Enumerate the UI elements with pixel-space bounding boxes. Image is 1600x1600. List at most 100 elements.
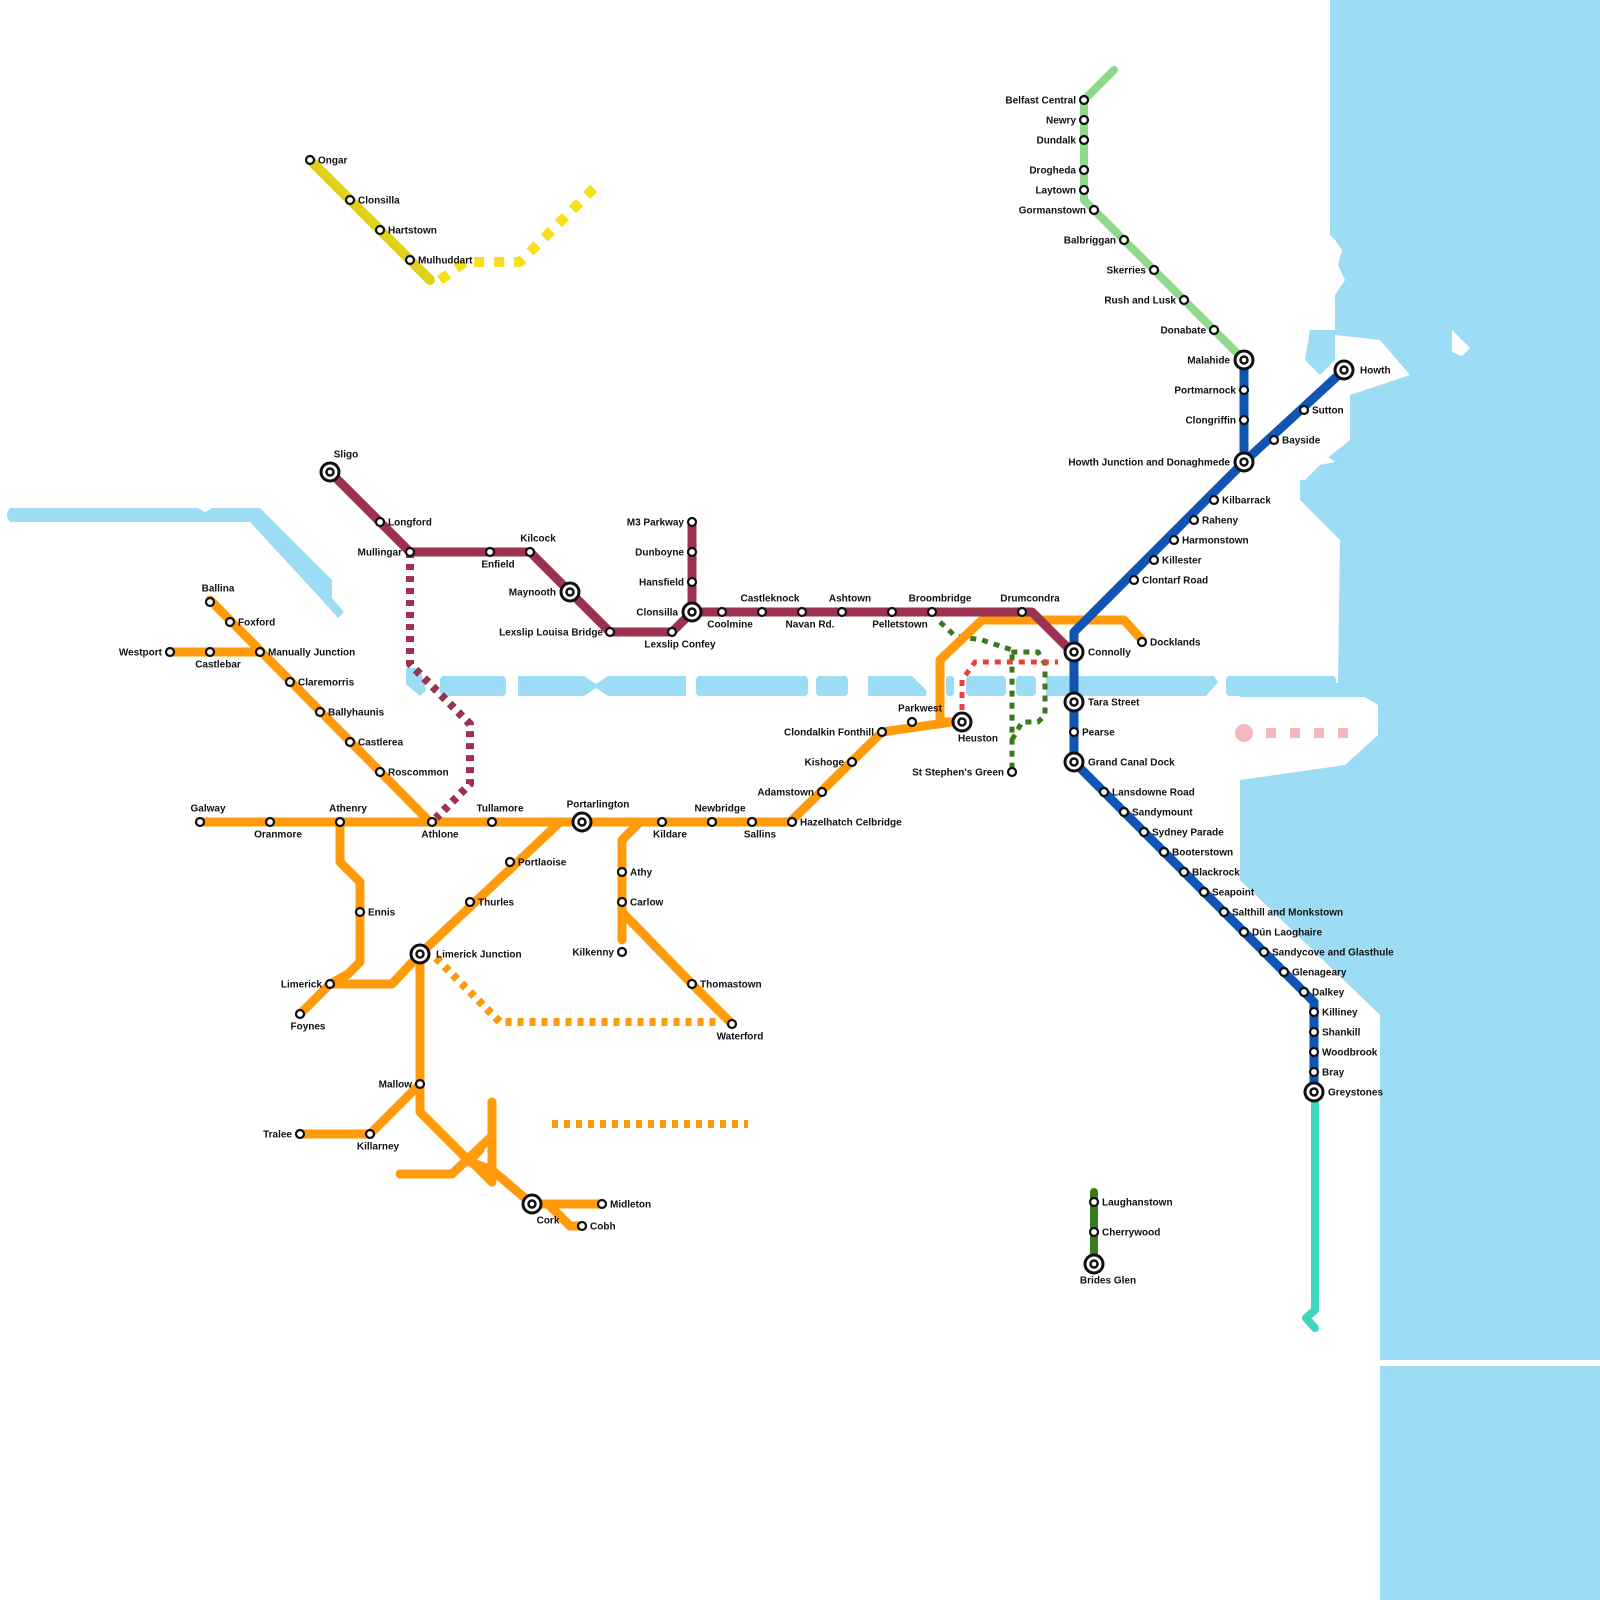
station-cobh[interactable]: Cobh: [576, 1220, 616, 1233]
station-kildare[interactable]: Kildare: [653, 816, 687, 841]
station-mullingar[interactable]: Mullingar: [358, 546, 416, 559]
station-glenageary[interactable]: Glenageary: [1278, 966, 1347, 979]
station-waterford[interactable]: Waterford: [717, 1018, 764, 1043]
station-drogheda[interactable]: Drogheda: [1029, 164, 1090, 177]
station-ennis[interactable]: Ennis: [354, 906, 396, 919]
station-bayside[interactable]: Bayside: [1268, 434, 1321, 447]
station-athy[interactable]: Athy: [616, 866, 653, 879]
station-limerick-junction[interactable]: Limerick Junction: [409, 943, 522, 965]
station-st-stephens-green[interactable]: St Stephen's Green: [912, 766, 1018, 779]
station-mulhuddart[interactable]: Mulhuddart: [404, 254, 473, 267]
station-docklands[interactable]: Docklands: [1136, 636, 1201, 649]
station-mallow[interactable]: Mallow: [379, 1078, 426, 1091]
station-manually-junction[interactable]: Manually Junction: [254, 646, 355, 659]
station-kilbarrack[interactable]: Kilbarrack: [1208, 494, 1271, 507]
station-parkwest[interactable]: Parkwest: [898, 704, 943, 728]
station-castlebar[interactable]: Castlebar: [195, 646, 241, 671]
station-sandymount[interactable]: Sandymount: [1118, 806, 1193, 819]
station-skerries[interactable]: Skerries: [1107, 264, 1160, 277]
station-tullamore[interactable]: Tullamore: [476, 804, 524, 828]
station-m3-parkway[interactable]: M3 Parkway: [627, 516, 698, 529]
station-kishoge[interactable]: Kishoge: [805, 756, 858, 769]
station-ballina[interactable]: Ballina: [202, 584, 235, 608]
station-ongar[interactable]: Ongar: [304, 154, 348, 167]
station-athenry[interactable]: Athenry: [329, 804, 367, 828]
station-midleton[interactable]: Midleton: [596, 1198, 651, 1211]
station-laytown[interactable]: Laytown: [1035, 184, 1090, 197]
station-carlow[interactable]: Carlow: [616, 896, 664, 909]
station-thomastown[interactable]: Thomastown: [686, 978, 762, 991]
station-galway[interactable]: Galway: [190, 804, 226, 828]
station-roscommon[interactable]: Roscommon: [374, 766, 449, 779]
station-broombridge[interactable]: Broombridge: [909, 594, 972, 618]
station-killarney[interactable]: Killarney: [357, 1128, 400, 1153]
station-clondalkin[interactable]: Clondalkin Fonthill: [784, 726, 888, 739]
station-portlaoise[interactable]: Portlaoise: [504, 856, 567, 869]
station-cherrywood[interactable]: Cherrywood: [1088, 1226, 1160, 1239]
station-foxford[interactable]: Foxford: [224, 616, 275, 629]
station-sallins[interactable]: Sallins: [744, 816, 777, 841]
station-hansfield[interactable]: Hansfield: [639, 576, 698, 589]
station-newbridge[interactable]: Newbridge: [694, 804, 746, 828]
station-raheny[interactable]: Raheny: [1188, 514, 1239, 527]
station-clonsilla[interactable]: Clonsilla: [636, 601, 703, 623]
station-harmonstown[interactable]: Harmonstown: [1168, 534, 1249, 547]
station-oranmore[interactable]: Oranmore: [254, 816, 302, 841]
station-adamstown[interactable]: Adamstown: [757, 786, 828, 799]
station-coolmine[interactable]: Coolmine: [707, 606, 753, 631]
station-donabate[interactable]: Donabate: [1160, 324, 1220, 337]
station-maynooth[interactable]: Maynooth: [509, 581, 581, 603]
station-sutton[interactable]: Sutton: [1298, 404, 1344, 417]
station-hartstown[interactable]: Hartstown: [374, 224, 437, 237]
station-hazelhatch[interactable]: Hazelhatch Celbridge: [786, 816, 902, 829]
station-dun-laoghaire[interactable]: Dún Laoghaire: [1238, 926, 1322, 939]
station-malahide[interactable]: Malahide: [1187, 349, 1255, 371]
station-tralee[interactable]: Tralee: [263, 1128, 306, 1141]
station-sandycove[interactable]: Sandycove and Glasthule: [1258, 946, 1394, 959]
station-sligo[interactable]: Sligo: [319, 450, 358, 483]
station-kilcock[interactable]: Kilcock: [520, 534, 556, 558]
station-killiney[interactable]: Killiney: [1308, 1006, 1358, 1019]
station-castleknock[interactable]: Castleknock: [741, 594, 800, 618]
station-killester[interactable]: Killester: [1148, 554, 1202, 567]
station-ashtown[interactable]: Ashtown: [829, 594, 871, 618]
station-shankill[interactable]: Shankill: [1308, 1026, 1361, 1039]
station-pearse[interactable]: Pearse: [1068, 726, 1115, 739]
station-pelletstown[interactable]: Pelletstown: [872, 606, 928, 631]
station-enfield[interactable]: Enfield: [481, 546, 515, 571]
station-salthill[interactable]: Salthill and Monkstown: [1218, 906, 1343, 919]
station-brides-glen[interactable]: Brides Glen: [1080, 1253, 1136, 1287]
station-thurles[interactable]: Thurles: [464, 896, 515, 909]
station-westport[interactable]: Westport: [119, 646, 176, 659]
station-laughanstown[interactable]: Laughanstown: [1088, 1196, 1173, 1209]
station-kilkenny[interactable]: Kilkenny: [572, 946, 628, 959]
station-dundalk[interactable]: Dundalk: [1037, 134, 1090, 147]
station-bray[interactable]: Bray: [1308, 1066, 1345, 1079]
station-leixlip-louisa[interactable]: Lexslip Louisa Bridge: [499, 626, 616, 639]
station-navan-rd[interactable]: Navan Rd.: [786, 606, 835, 631]
station-newry[interactable]: Newry: [1046, 114, 1090, 127]
station-drumcondra[interactable]: Drumcondra: [1000, 594, 1060, 618]
station-portarlington[interactable]: Portarlington: [567, 800, 630, 833]
station-lansdowne-road[interactable]: Lansdowne Road: [1098, 786, 1195, 799]
station-athlone[interactable]: Athlone: [421, 816, 459, 841]
station-dunboyne[interactable]: Dunboyne: [635, 546, 698, 559]
station-rush-lusk[interactable]: Rush and Lusk: [1104, 294, 1190, 307]
station-belfast-central[interactable]: Belfast Central: [1005, 94, 1090, 107]
station-grand-canal-dock[interactable]: Grand Canal Dock: [1063, 751, 1175, 773]
station-longford[interactable]: Longford: [374, 516, 432, 529]
station-foynes[interactable]: Foynes: [290, 1008, 326, 1033]
station-booterstown[interactable]: Booterstown: [1158, 846, 1233, 859]
station-greystones[interactable]: Greystones: [1303, 1081, 1383, 1103]
station-leixlip-confey[interactable]: Lexslip Confey: [644, 626, 716, 651]
station-tara-street[interactable]: Tara Street: [1063, 691, 1140, 713]
station-blackrock[interactable]: Blackrock: [1178, 866, 1240, 879]
station-dalkey[interactable]: Dalkey: [1298, 986, 1345, 999]
station-howth[interactable]: Howth: [1333, 359, 1391, 381]
station-seapoint[interactable]: Seapoint: [1198, 886, 1255, 899]
station-connolly[interactable]: Connolly: [1063, 641, 1131, 663]
station-gormanstown[interactable]: Gormanstown: [1019, 204, 1100, 217]
station-heuston[interactable]: Heuston: [951, 711, 998, 745]
station-ballyhaunis[interactable]: Ballyhaunis: [314, 706, 385, 719]
station-howth-junction[interactable]: Howth Junction and Donaghmede: [1068, 451, 1255, 473]
